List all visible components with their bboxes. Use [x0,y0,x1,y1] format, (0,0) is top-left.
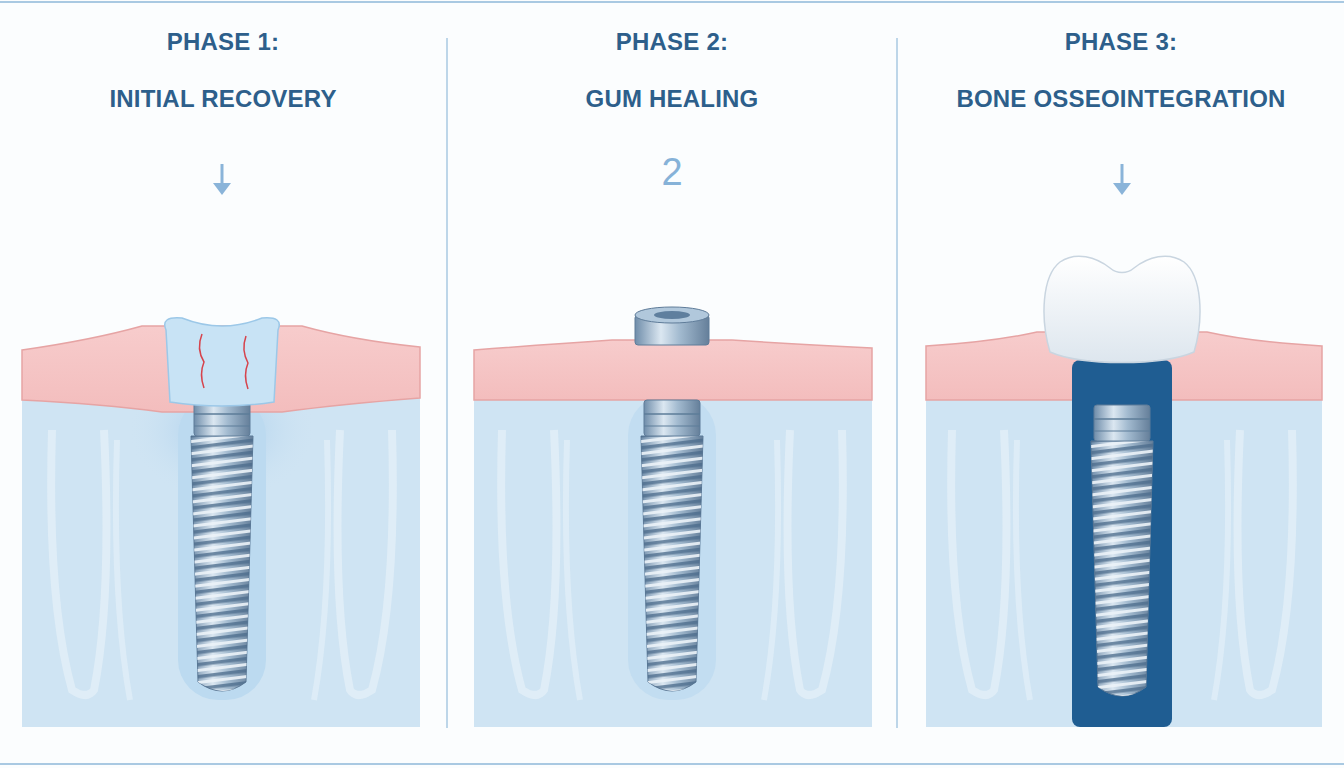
phase-title: GUM HEALING [586,79,759,119]
step-number: 2 [661,150,682,194]
phase-panel: PHASE 3: BONE OSSEOINTEGRATION [898,22,1344,123]
phase-number: PHASE 3: [1065,22,1177,62]
phase-title: BONE OSSEOINTEGRATION [956,79,1285,119]
phase-number: PHASE 1: [167,22,279,62]
phase-panel: PHASE 1: INITIAL RECOVERY [0,22,446,123]
phase-number: PHASE 2: [616,22,728,62]
phase-title: INITIAL RECOVERY [109,79,336,119]
phase-panel: PHASE 2: GUM HEALING [448,22,896,123]
